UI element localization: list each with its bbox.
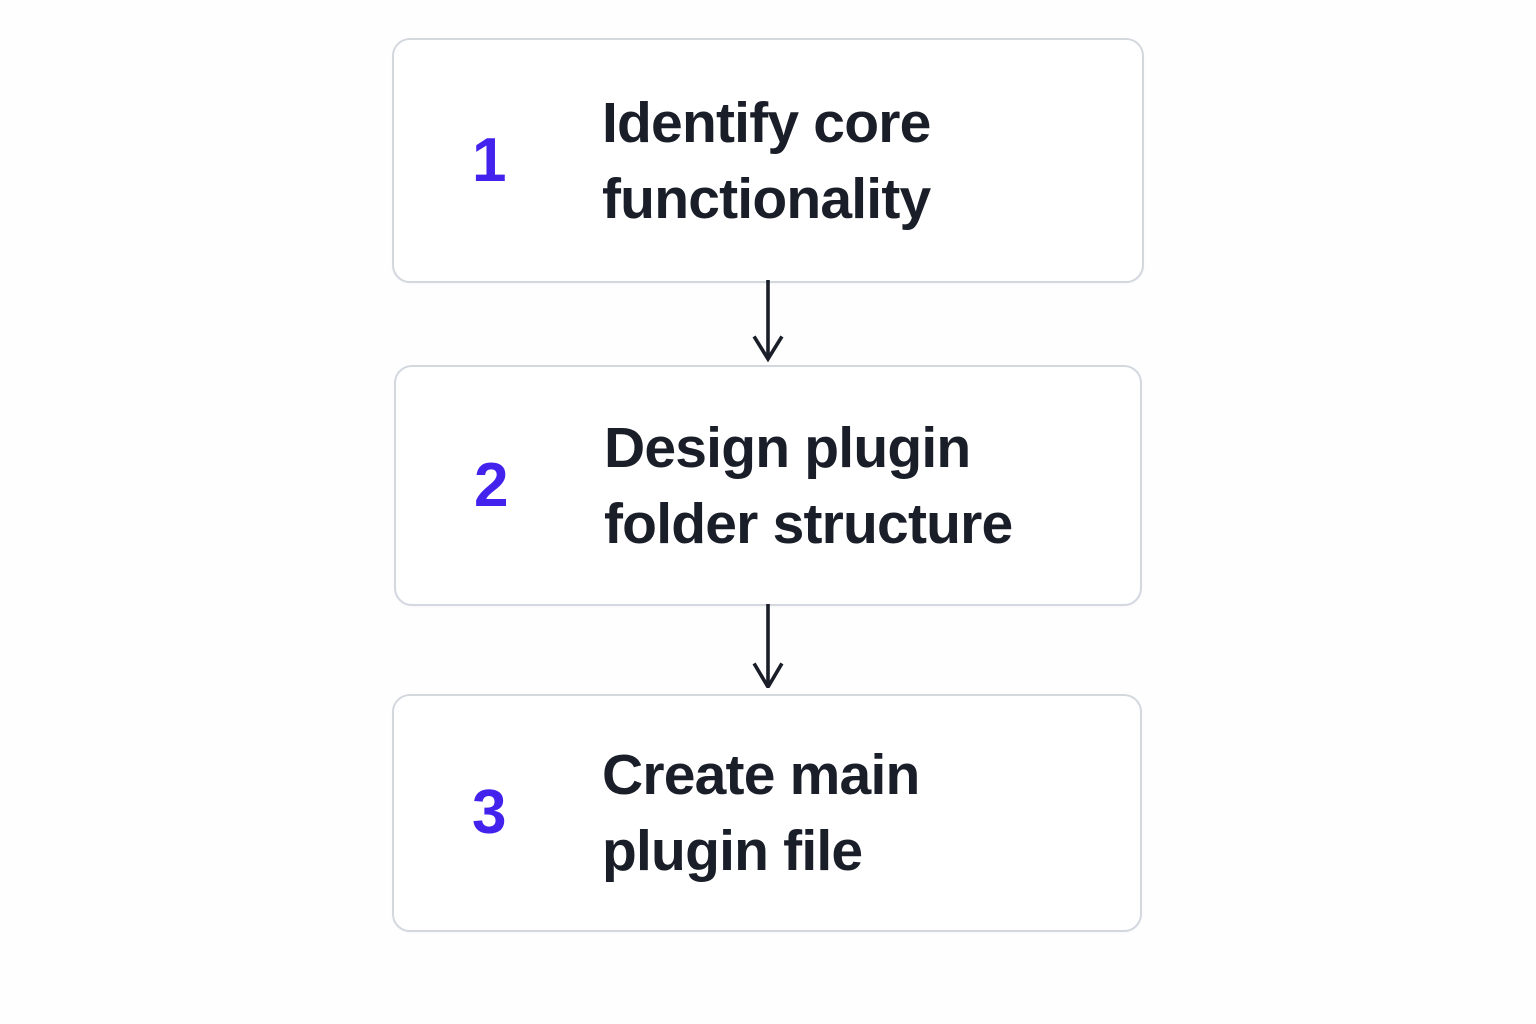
connector-step1-to-step2: [740, 280, 796, 364]
flow-step-2[interactable]: 2 Design plugin folder structure: [394, 365, 1142, 606]
flow-step-3[interactable]: 3 Create main plugin file: [392, 694, 1142, 932]
connector-step2-to-step3: [740, 604, 796, 688]
step-number-3: 3: [472, 778, 506, 847]
arrow-down-icon: [752, 604, 784, 688]
step-label-2: Design plugin folder structure: [604, 415, 1013, 556]
step-number-2: 2: [474, 450, 508, 520]
arrow-down-icon: [752, 280, 784, 363]
flow-step-1[interactable]: 1 Identify core functionality: [392, 38, 1144, 283]
step-label-1: Identify core functionality: [602, 90, 931, 231]
step-label-3: Create main plugin file: [602, 743, 920, 883]
step-number-1: 1: [472, 125, 506, 195]
